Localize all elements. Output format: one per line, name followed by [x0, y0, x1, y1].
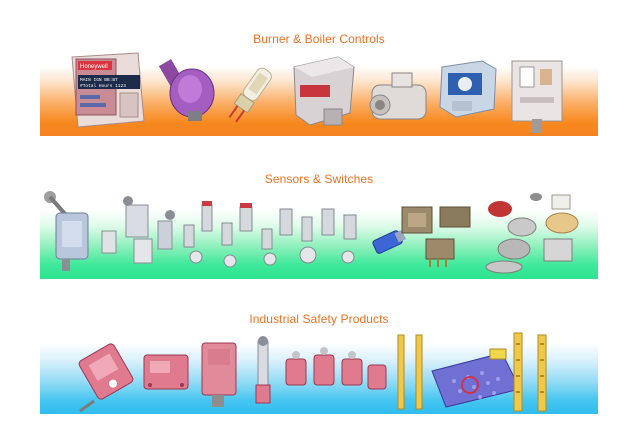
controller-display-line1: MAIN IGN BB:BT: [80, 77, 118, 83]
light-curtain-icon: [508, 331, 554, 413]
banner-industrial-safety-products[interactable]: Industrial Safety Products: [40, 303, 598, 414]
interlock-switch-icon: [140, 347, 192, 395]
thermostat-disc-icon: [482, 187, 592, 275]
banner-sensors-switches[interactable]: Sensors & Switches: [40, 163, 598, 279]
uv-sensor-tube-icon: [220, 63, 280, 127]
miniature-switch-icon: [98, 191, 182, 273]
gas-valve-body-icon: [362, 67, 434, 133]
banner-title-safety: Industrial Safety Products: [249, 312, 389, 326]
dip-switch-icon: [396, 193, 482, 269]
rope-pull-switch-icon: [74, 337, 142, 413]
banner-title-burner: Burner & Boiler Controls: [253, 32, 385, 46]
flame-controller-icon: Honeywell MAIN IGN BB:BT #Total Hours 11…: [68, 51, 148, 129]
gas-valve-icon: [290, 53, 358, 129]
pressure-transducer-icon: [180, 195, 370, 273]
banner-burner-boiler-controls[interactable]: Burner & Boiler Controls Honeywell MAIN …: [40, 23, 598, 136]
banner-title-sensors: Sensors & Switches: [264, 172, 374, 186]
light-curtain-icon: [392, 333, 432, 413]
controller-brand-text: Honeywell: [80, 64, 108, 70]
pressure-switch-icon: [436, 59, 500, 125]
limit-switch-icon: [40, 187, 100, 273]
safety-limit-switch-icon: [200, 335, 390, 411]
controller-display-line2: #Total Hours 1123: [80, 83, 126, 89]
pressure-switch-open-icon: [506, 57, 568, 135]
flame-scanner-icon: [152, 53, 222, 123]
